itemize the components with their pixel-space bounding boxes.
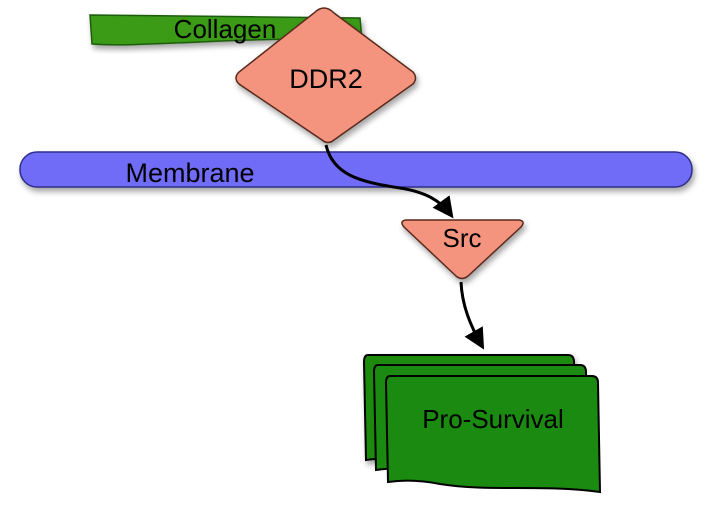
src-shape [401, 219, 524, 280]
pro-survival-front-page [384, 375, 602, 494]
edge-src-to-pro-survival [459, 281, 485, 350]
ddr2-label: DDR2 [289, 64, 363, 94]
pro-survival-node: Pro-Survival [362, 354, 602, 494]
edge-ddr2-to-src [324, 144, 454, 219]
collagen-label: Collagen [174, 14, 277, 44]
membrane-node: Membrane [19, 151, 693, 188]
ddr2-shape [235, 7, 417, 144]
collagen-node: Collagen [89, 14, 363, 46]
pro-survival-label: Pro-Survival [422, 404, 564, 434]
ddr2-node: DDR2 [235, 7, 417, 144]
src-node: Src [401, 219, 524, 280]
membrane-label: Membrane [125, 158, 254, 188]
membrane-shape [19, 151, 693, 188]
src-label: Src [443, 223, 482, 253]
